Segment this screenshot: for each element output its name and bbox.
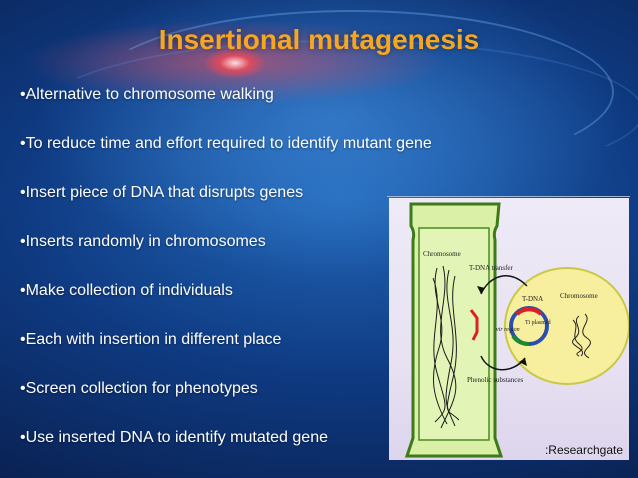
inserted-tdna-mark — [469, 309, 479, 341]
chromosome-bacterium-label: Chromosome — [560, 292, 598, 300]
bullet-item: •Use inserted DNA to identify mutated ge… — [20, 429, 328, 446]
bullet-item: •Alternative to chromosome walking — [20, 86, 274, 103]
bacterial-chromosome — [572, 313, 591, 359]
bullet-item: •Make collection of individuals — [20, 282, 233, 299]
tdna-transfer-label: T-DNA transfer — [469, 264, 514, 272]
ti-plasmid-label: Ti plasmid — [525, 320, 551, 326]
bullet-item: •Screen collection for phenotypes — [20, 380, 258, 397]
slide-title: Insertional mutagenesis — [158, 24, 480, 55]
bullet-item: •To reduce time and effort required to i… — [20, 135, 432, 152]
tdna-label: T-DNA — [522, 295, 543, 303]
bullet-list: •Alternative to chromosome walking •To r… — [20, 85, 432, 477]
background-arc — [90, 10, 614, 174]
transformation-diagram: Chromosome T-DNA Chromosome vir region T… — [389, 198, 630, 460]
chromosome-plant-label: Chromosome — [423, 250, 461, 258]
vir-region-label: vir region — [496, 327, 520, 333]
diagram-svg: Chromosome T-DNA Chromosome vir region T… — [404, 202, 630, 458]
bacterium — [504, 267, 630, 385]
phenolic-substances-label: Phenolic substances — [467, 376, 523, 384]
figure-divider — [387, 196, 630, 197]
plant-cell — [404, 202, 504, 458]
arrow-head — [519, 358, 527, 366]
plant-chromosome — [432, 265, 460, 429]
bullet-item: •Each with insertion in different place — [20, 331, 282, 348]
vir-segment — [511, 334, 530, 347]
background-glow — [205, 48, 265, 78]
tdna-segment — [515, 307, 543, 316]
bullet-item: •Insert piece of DNA that disrupts genes — [20, 184, 304, 201]
arrow-head — [477, 286, 485, 294]
image-credit: :Researchgate — [544, 443, 623, 457]
bullet-item: •Inserts randomly in chromosomes — [20, 233, 266, 250]
